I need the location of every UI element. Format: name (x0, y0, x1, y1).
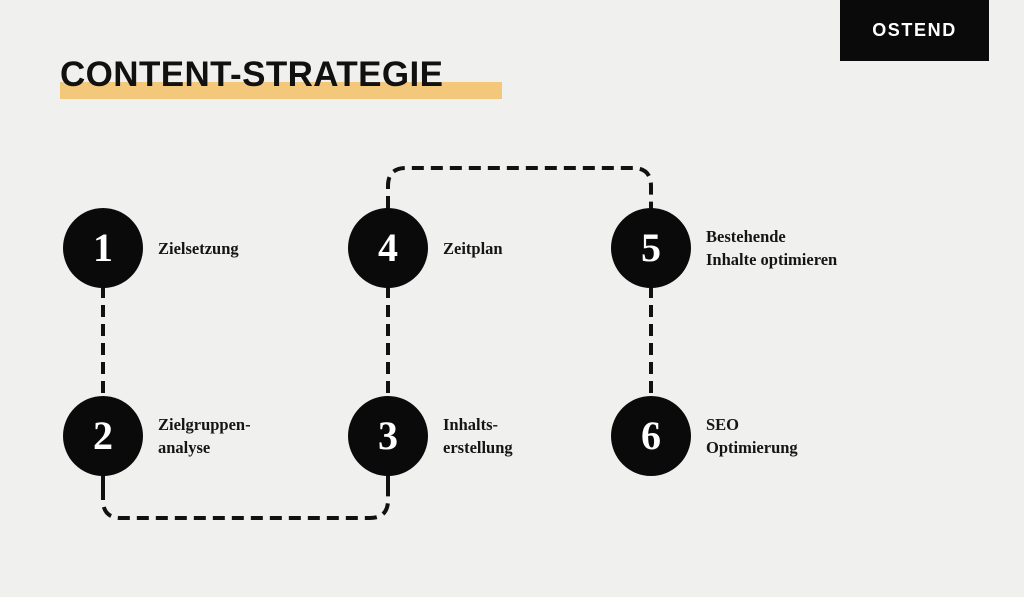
brand-logo-text: OSTEND (872, 20, 957, 40)
step-2-number: 2 (93, 413, 113, 458)
step-3-circle: 3 (348, 396, 428, 476)
step-2-circle: 2 (63, 396, 143, 476)
step-5-circle: 5 (611, 208, 691, 288)
step-1-circle: 1 (63, 208, 143, 288)
step-node-2[interactable]: 2 Zielgruppen- analyse (63, 396, 251, 476)
step-2-label: Zielgruppen- analyse (158, 415, 251, 457)
connector-2-to-3 (101, 488, 390, 520)
step-1-number: 1 (93, 225, 113, 270)
step-6-label: SEO Optimierung (706, 415, 798, 457)
step-node-5[interactable]: 5 Bestehende Inhalte optimieren (611, 208, 837, 288)
title-highlight-bar (60, 82, 502, 99)
step-4-circle: 4 (348, 208, 428, 288)
step-3-number: 3 (378, 413, 398, 458)
step-node-1[interactable]: 1 Zielsetzung (63, 208, 239, 288)
step-6-number: 6 (641, 413, 661, 458)
step-3-label: Inhalts- erstellung (443, 415, 513, 457)
step-node-3[interactable]: 3 Inhalts- erstellung (348, 396, 513, 476)
title-block: CONTENT-STRATEGIE (60, 53, 502, 99)
step-4-label: Zeitplan (443, 238, 503, 258)
step-5-number: 5 (641, 225, 661, 270)
step-4-number: 4 (378, 225, 398, 270)
connector-4-to-5 (386, 166, 653, 208)
step-1-label: Zielsetzung (158, 238, 239, 258)
step-5-label: Bestehende Inhalte optimieren (706, 227, 838, 269)
step-node-4[interactable]: 4 Zeitplan (348, 208, 503, 288)
step-6-circle: 6 (611, 396, 691, 476)
brand-logo: OSTEND (840, 0, 989, 61)
page-title: CONTENT-STRATEGIE (60, 55, 444, 94)
step-node-6[interactable]: 6 SEO Optimierung (611, 396, 798, 476)
